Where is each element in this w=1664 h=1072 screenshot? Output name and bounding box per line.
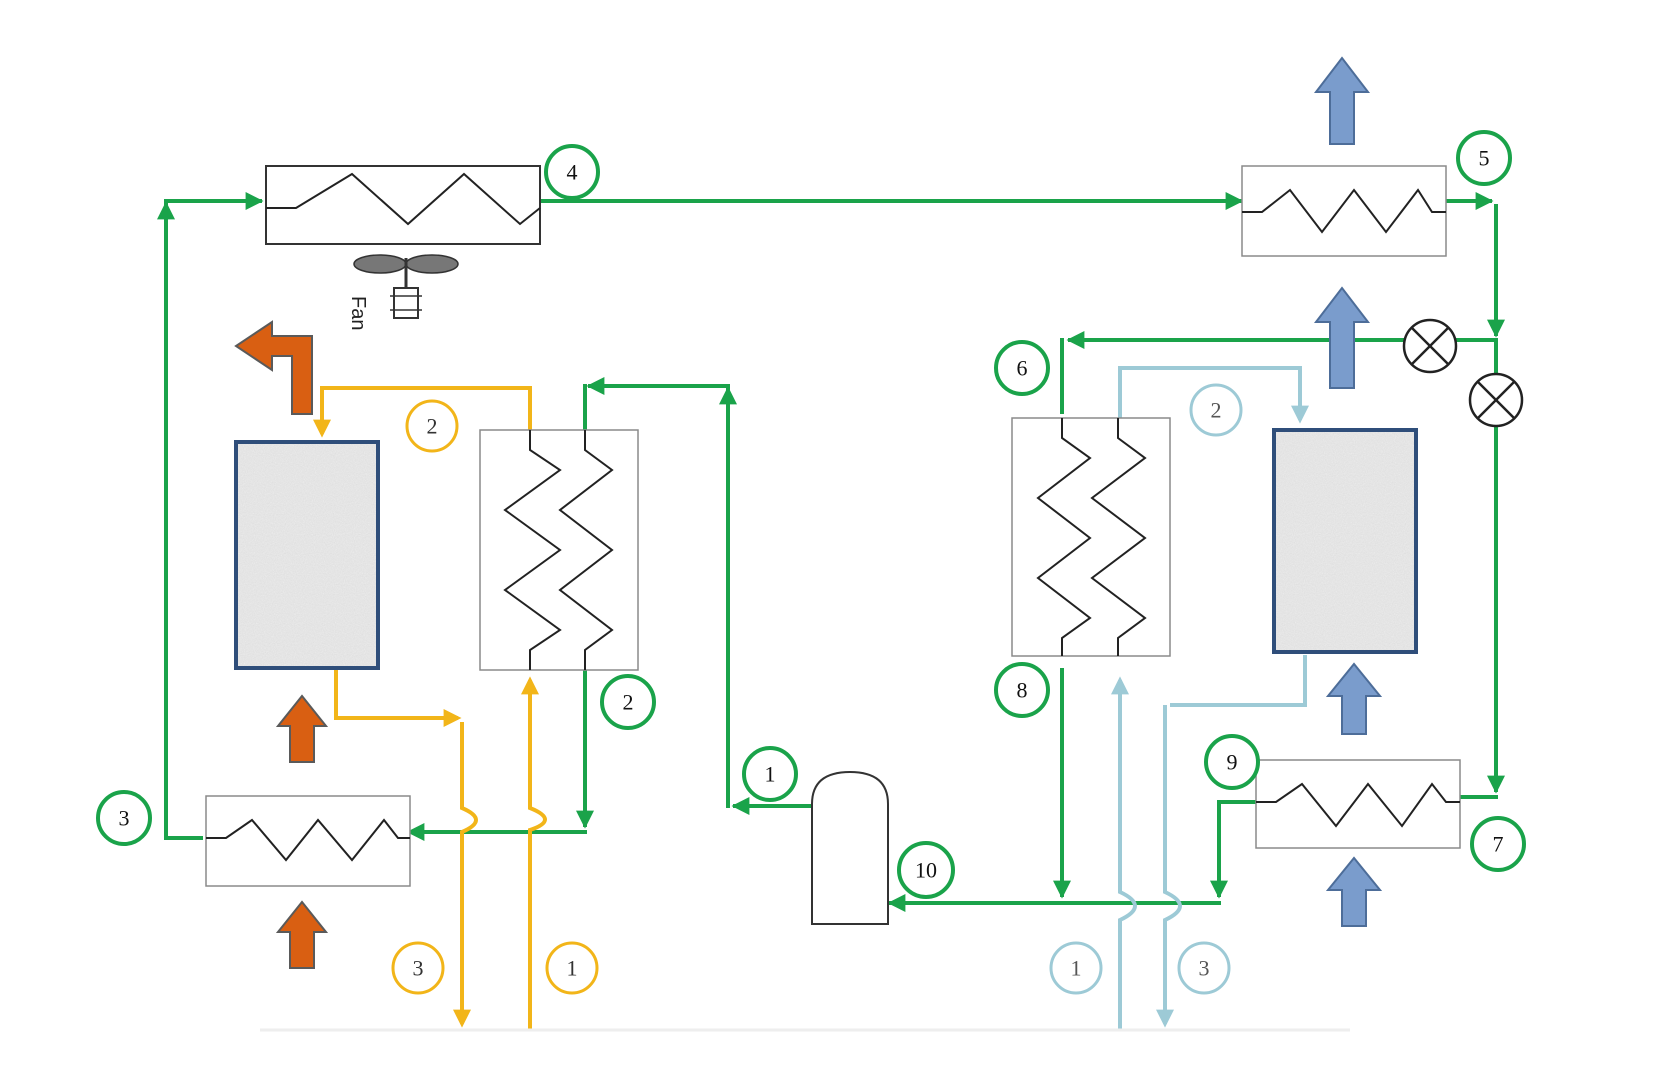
refrigerant-state-labels: 4 5 6 2 8 1 9 3 — [96, 130, 1526, 899]
fan-icon: Fan — [347, 254, 459, 330]
hot-air-stream — [313, 386, 547, 1030]
svg-text:7: 7 — [1493, 832, 1504, 857]
svg-text:2: 2 — [1211, 398, 1222, 423]
heat-exchanger-icon — [1255, 759, 1461, 849]
heat-exchanger-3 — [205, 795, 411, 887]
svg-text:4: 4 — [567, 160, 578, 185]
svg-text:3: 3 — [413, 956, 424, 981]
expansion-valve-2 — [1468, 372, 1524, 428]
air-out-right — [334, 668, 462, 727]
pipe-3-riser — [157, 201, 203, 840]
air-1-up — [521, 676, 547, 1030]
svg-text:3: 3 — [119, 806, 130, 831]
svg-text:6: 6 — [1017, 356, 1028, 381]
air-1-up-right — [1111, 676, 1137, 1030]
state-point-4: 4 — [544, 144, 600, 200]
coil-a-icon — [503, 430, 562, 670]
orange-bent-arrow-icon — [234, 320, 313, 415]
heat-exchanger-left — [479, 429, 639, 671]
hot-air-point-3: 3 — [391, 941, 445, 995]
condenser-4 — [265, 165, 541, 245]
hot-air-state-labels: 2 3 1 — [391, 399, 599, 995]
air-3-down — [453, 722, 478, 1028]
svg-text:8: 8 — [1017, 678, 1028, 703]
desiccant-bed-icon — [234, 440, 380, 670]
air-out-left — [1170, 655, 1307, 707]
svg-text:10: 10 — [915, 858, 937, 883]
svg-text:1: 1 — [765, 762, 776, 787]
coil-icon — [1256, 782, 1460, 828]
coil-b-icon — [558, 430, 614, 670]
hot-air-point-1: 1 — [545, 941, 599, 995]
blue-up-arrow-icon — [1313, 286, 1371, 389]
cold-air-point-2: 2 — [1189, 383, 1243, 437]
svg-text:2: 2 — [623, 690, 634, 715]
fan-label: Fan — [347, 296, 369, 330]
state-point-7: 7 — [1470, 816, 1526, 872]
state-point-8: 8 — [994, 662, 1050, 718]
blue-up-arrow-icon — [1325, 856, 1383, 927]
blue-up-arrow-icon — [1325, 662, 1383, 735]
state-point-3: 3 — [96, 790, 152, 846]
pipe-9-out — [1210, 800, 1257, 899]
svg-text:1: 1 — [1071, 956, 1082, 981]
coil-icon — [266, 172, 541, 226]
cold-air-point-1: 1 — [1049, 941, 1103, 995]
cold-air-stream — [1111, 366, 1309, 1030]
heat-flow-arrows — [234, 56, 1383, 969]
coil-icon — [1242, 188, 1446, 234]
coil-a-icon — [1036, 418, 1092, 656]
heat-exchanger-icon — [265, 165, 541, 245]
svg-text:5: 5 — [1479, 146, 1490, 171]
state-point-9: 9 — [1204, 734, 1260, 790]
state-point-6: 6 — [994, 340, 1050, 396]
state-point-2: 2 — [600, 674, 656, 730]
expansion-valve-1 — [1402, 318, 1458, 374]
state-point-10: 10 — [897, 841, 955, 899]
orange-up-arrow-icon — [275, 694, 329, 763]
heat-exchanger-icon — [1011, 417, 1171, 657]
heat-exchanger-7-9 — [1255, 759, 1461, 849]
coil-b-icon — [1090, 418, 1147, 656]
svg-text:3: 3 — [1199, 956, 1210, 981]
heat-exchanger-5 — [1241, 165, 1447, 257]
state-point-5: 5 — [1456, 130, 1512, 186]
svg-text:2: 2 — [427, 414, 438, 439]
desiccant-bed-icon — [1272, 428, 1418, 654]
heat-exchanger-icon — [1241, 165, 1447, 257]
cold-air-state-labels: 2 1 3 — [1049, 383, 1243, 995]
air-2-over — [313, 386, 532, 438]
blue-up-arrow-icon — [1313, 56, 1371, 145]
cold-air-point-3: 3 — [1177, 941, 1231, 995]
heat-exchanger-icon — [205, 795, 411, 887]
hot-air-point-2: 2 — [405, 399, 459, 453]
heat-exchanger-right — [1011, 417, 1171, 657]
coil-icon — [206, 818, 410, 862]
compressor-icon — [811, 770, 889, 925]
air-2-over-right — [1118, 366, 1309, 424]
air-3-down-right — [1156, 705, 1182, 1028]
orange-up-arrow-icon — [275, 900, 329, 969]
svg-text:9: 9 — [1227, 750, 1238, 775]
svg-text:1: 1 — [567, 956, 578, 981]
state-point-1: 1 — [742, 746, 798, 802]
